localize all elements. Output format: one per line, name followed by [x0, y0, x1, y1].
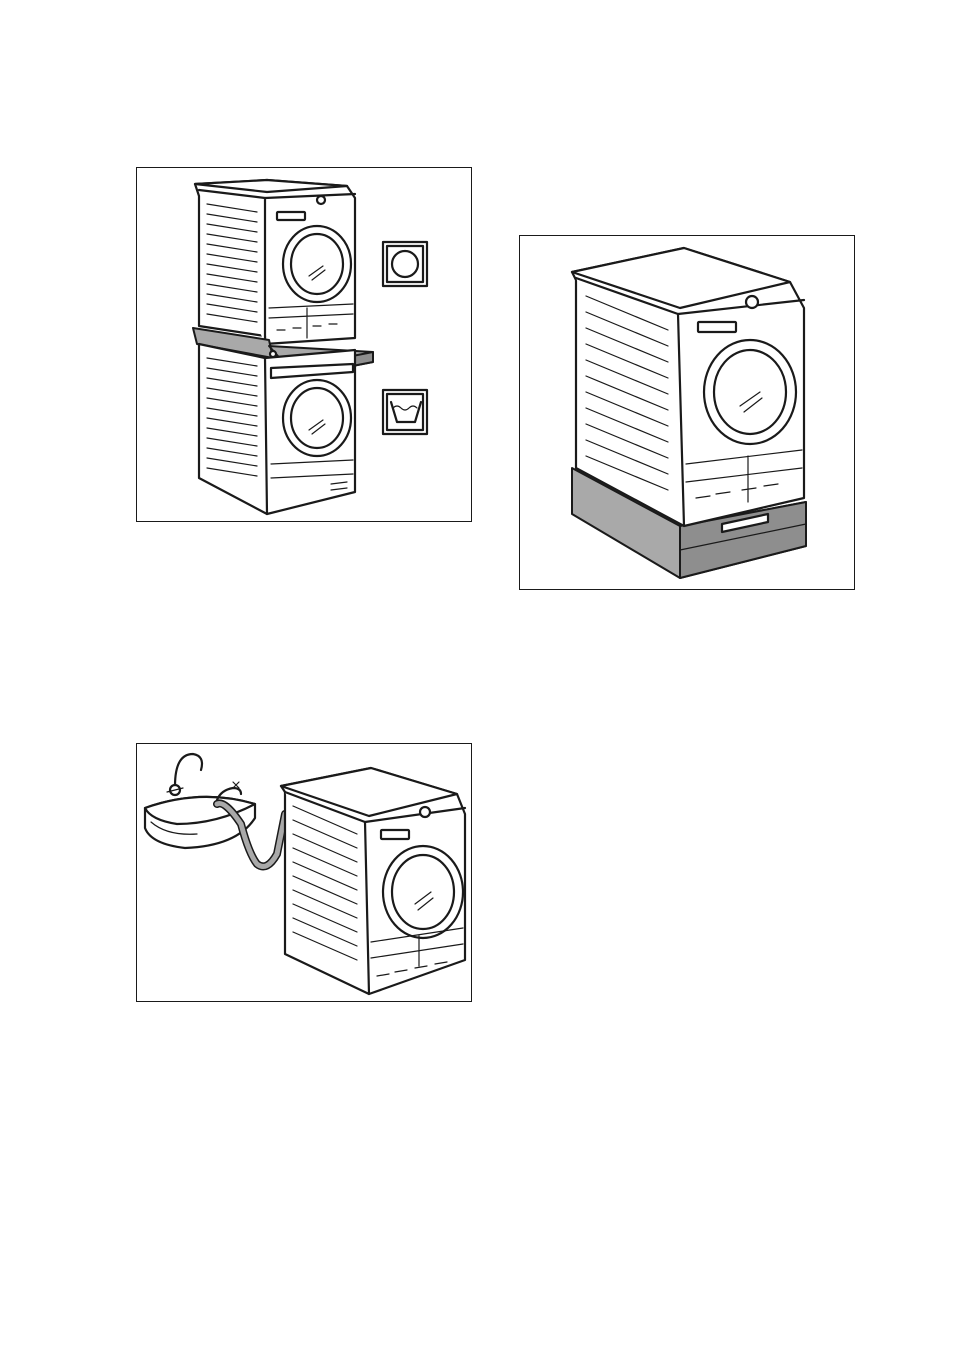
- stacking-kit-illustration: [136, 167, 472, 522]
- dryer-appliance: [195, 180, 355, 344]
- pedestal-illustration: [519, 235, 855, 590]
- dryer-sink-drawing: [137, 744, 473, 1003]
- stacked-appliances-drawing: [137, 168, 473, 523]
- sink: [145, 754, 255, 848]
- dryer-appliance: [281, 768, 465, 994]
- dryer-on-pedestal-drawing: [520, 236, 856, 591]
- tumble-dryer-symbol-icon: [383, 242, 427, 286]
- drain-hose-sink-illustration: [136, 743, 472, 1002]
- dryer-appliance: [572, 248, 804, 526]
- washing-machine-appliance: [199, 344, 355, 514]
- washing-machine-symbol-icon: [383, 390, 427, 434]
